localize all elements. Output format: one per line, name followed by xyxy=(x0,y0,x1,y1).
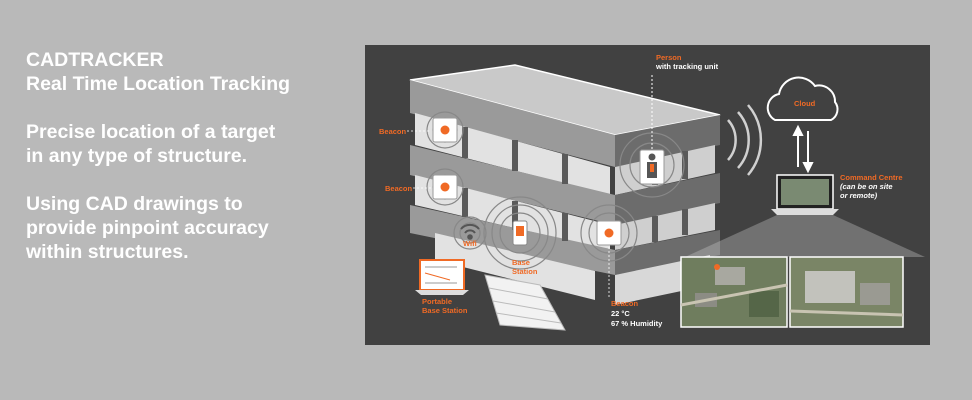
building-band xyxy=(410,80,615,167)
aerial-map-right xyxy=(789,256,904,328)
portable-base-station-icon xyxy=(415,259,469,295)
aerial-map-left xyxy=(680,256,788,328)
base-station-icon xyxy=(512,220,528,246)
beacon-device-mid xyxy=(432,174,458,200)
description-line: Using CAD drawings to xyxy=(26,193,243,215)
command-centre-sublabel: (can be on site xyxy=(840,182,893,191)
beacon-device-bottom xyxy=(596,220,622,246)
building-band xyxy=(615,173,720,225)
building-ground-floor xyxy=(435,233,595,300)
beacon-label: Beacon xyxy=(379,127,407,136)
wifi-label: Wifi xyxy=(463,239,477,248)
step-lines xyxy=(488,287,562,324)
building-wall xyxy=(615,203,715,250)
beacon-temperature: 22 °C xyxy=(611,309,630,318)
person-label: Person xyxy=(656,53,682,62)
tracking-diagram-svg: Person with tracking unit Cloud Command … xyxy=(379,53,925,331)
intro-text-panel: CADTRACKER Real Time Location Tracking P… xyxy=(26,48,346,264)
product-subtitle: Real Time Location Tracking xyxy=(26,73,291,95)
building-steps xyxy=(484,274,566,331)
wifi-icon xyxy=(460,223,480,240)
beacon-humidity: 67 % Humidity xyxy=(611,319,663,328)
laptop-icon xyxy=(771,174,839,215)
person-icon xyxy=(639,149,665,185)
base-station-label: Base xyxy=(512,258,530,267)
building-band xyxy=(615,230,720,275)
description-line: within structures. xyxy=(26,241,189,263)
building-band xyxy=(410,145,615,225)
command-centre-sublabel: or remote) xyxy=(840,191,878,200)
description-line: Precise location of a target xyxy=(26,121,276,143)
beacon-device-top xyxy=(432,117,458,143)
beacon-label: Beacon xyxy=(385,184,413,193)
cloud-label: Cloud xyxy=(794,99,816,108)
transmission-waves xyxy=(727,104,763,176)
projection-beam xyxy=(685,215,925,257)
person-sublabel: with tracking unit xyxy=(655,62,719,71)
command-centre-label: Command Centre xyxy=(840,173,903,182)
base-station-label: Station xyxy=(512,267,538,276)
beacon-label: Beacon xyxy=(611,299,639,308)
portable-base-station-label: Portable xyxy=(422,297,452,306)
sync-arrows xyxy=(792,124,814,174)
description-line: provide pinpoint accuracy xyxy=(26,217,269,239)
portable-base-station-label: Base Station xyxy=(422,306,468,315)
product-title: CADTRACKER xyxy=(26,49,164,71)
description-line: in any type of structure. xyxy=(26,145,248,167)
tracking-diagram: Person with tracking unit Cloud Command … xyxy=(365,45,930,345)
cloud-icon xyxy=(766,76,839,121)
